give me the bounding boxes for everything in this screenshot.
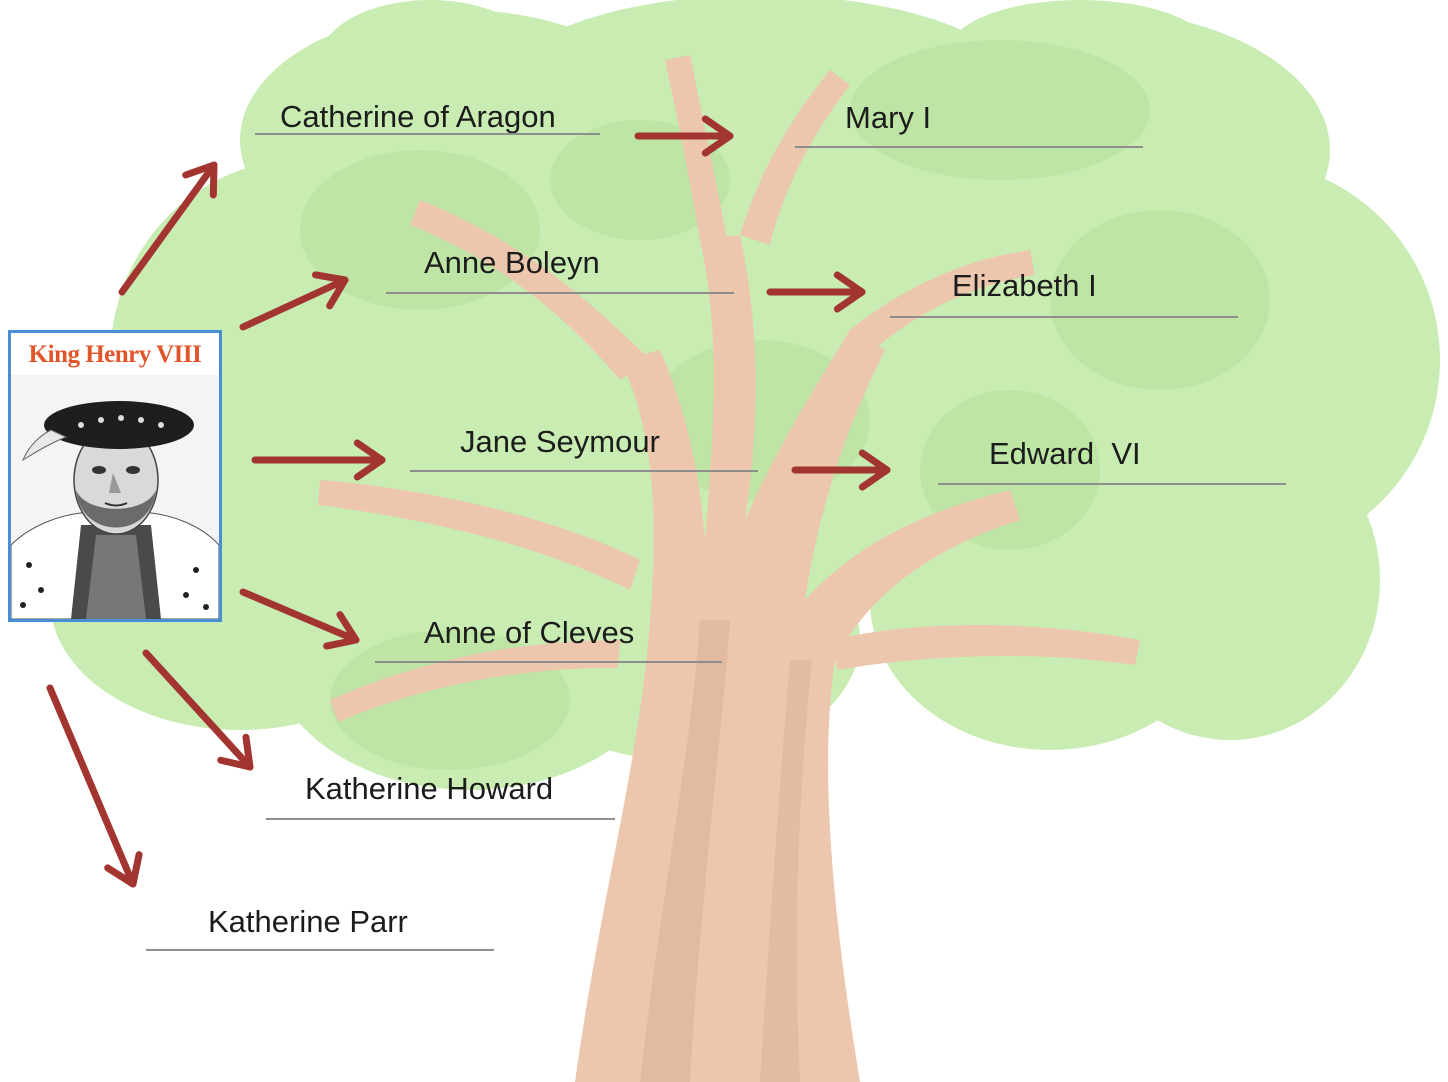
wife-label-catherine-of-aragon: Catherine of Aragon [280,99,556,134]
wife-label-anne-boleyn: Anne Boleyn [424,245,600,280]
arrow-to-anne-of-cleves [239,588,360,650]
child-underline-edward-vi [938,483,1286,485]
arrow-to-mary-i-head [701,115,734,157]
portrait-title: King Henry VIII [28,341,202,368]
arrow-to-katherine-parr-head [104,851,143,888]
arrow-to-anne-of-cleves-shaft [239,588,360,644]
portrait-card: King Henry VIII [8,330,222,622]
arrow-to-anne-boleyn [239,271,349,331]
arrow-to-edward-vi [791,449,891,491]
wife-underline-katherine-howard [266,818,615,820]
arrow-to-anne-of-cleves-head [323,611,360,650]
wife-underline-anne-of-cleves [375,661,722,663]
arrow-to-catherine-of-aragon-shaft [118,161,218,296]
arrow-to-elizabeth-i-head [833,271,866,313]
arrow-to-mary-i [634,115,734,157]
arrow-to-anne-boleyn-shaft [239,276,349,331]
wife-label-katherine-howard: Katherine Howard [305,771,554,806]
arrow-to-edward-vi-head [858,449,891,491]
wife-label-jane-seymour: Jane Seymour [460,424,660,459]
child-label-edward-vi: Edward VI [989,436,1141,471]
wife-underline-jane-seymour [410,470,758,472]
wife-underline-catherine-of-aragon [255,133,600,135]
arrow-to-katherine-howard-head [217,733,254,771]
arrow-to-katherine-howard-shaft [142,649,254,771]
tree-foliage-shade [300,40,1270,770]
child-label-mary-i: Mary I [845,100,932,135]
arrow-to-elizabeth-i [766,271,866,313]
child-label-elizabeth-i: Elizabeth I [952,268,1097,303]
arrow-to-jane-seymour [251,439,386,481]
wife-label-katherine-parr: Katherine Parr [208,904,408,939]
king-henry-viii-portrait-icon [11,375,219,619]
child-underline-elizabeth-i [890,316,1238,318]
wife-label-anne-of-cleves: Anne of Cleves [424,615,635,650]
tree-trunk-shade [640,620,812,1082]
arrow-to-katherine-parr [46,684,143,888]
wife-underline-anne-boleyn [386,292,734,294]
arrow-to-jane-seymour-head [353,439,386,481]
child-underline-mary-i [795,146,1143,148]
arrow-to-catherine-of-aragon [118,161,218,296]
arrow-to-katherine-howard [142,649,254,771]
arrow-to-anne-boleyn-head [311,271,349,310]
arrow-to-katherine-parr-shaft [46,684,137,888]
arrow-to-catherine-of-aragon-head [182,161,218,199]
wife-underline-katherine-parr [146,949,494,951]
